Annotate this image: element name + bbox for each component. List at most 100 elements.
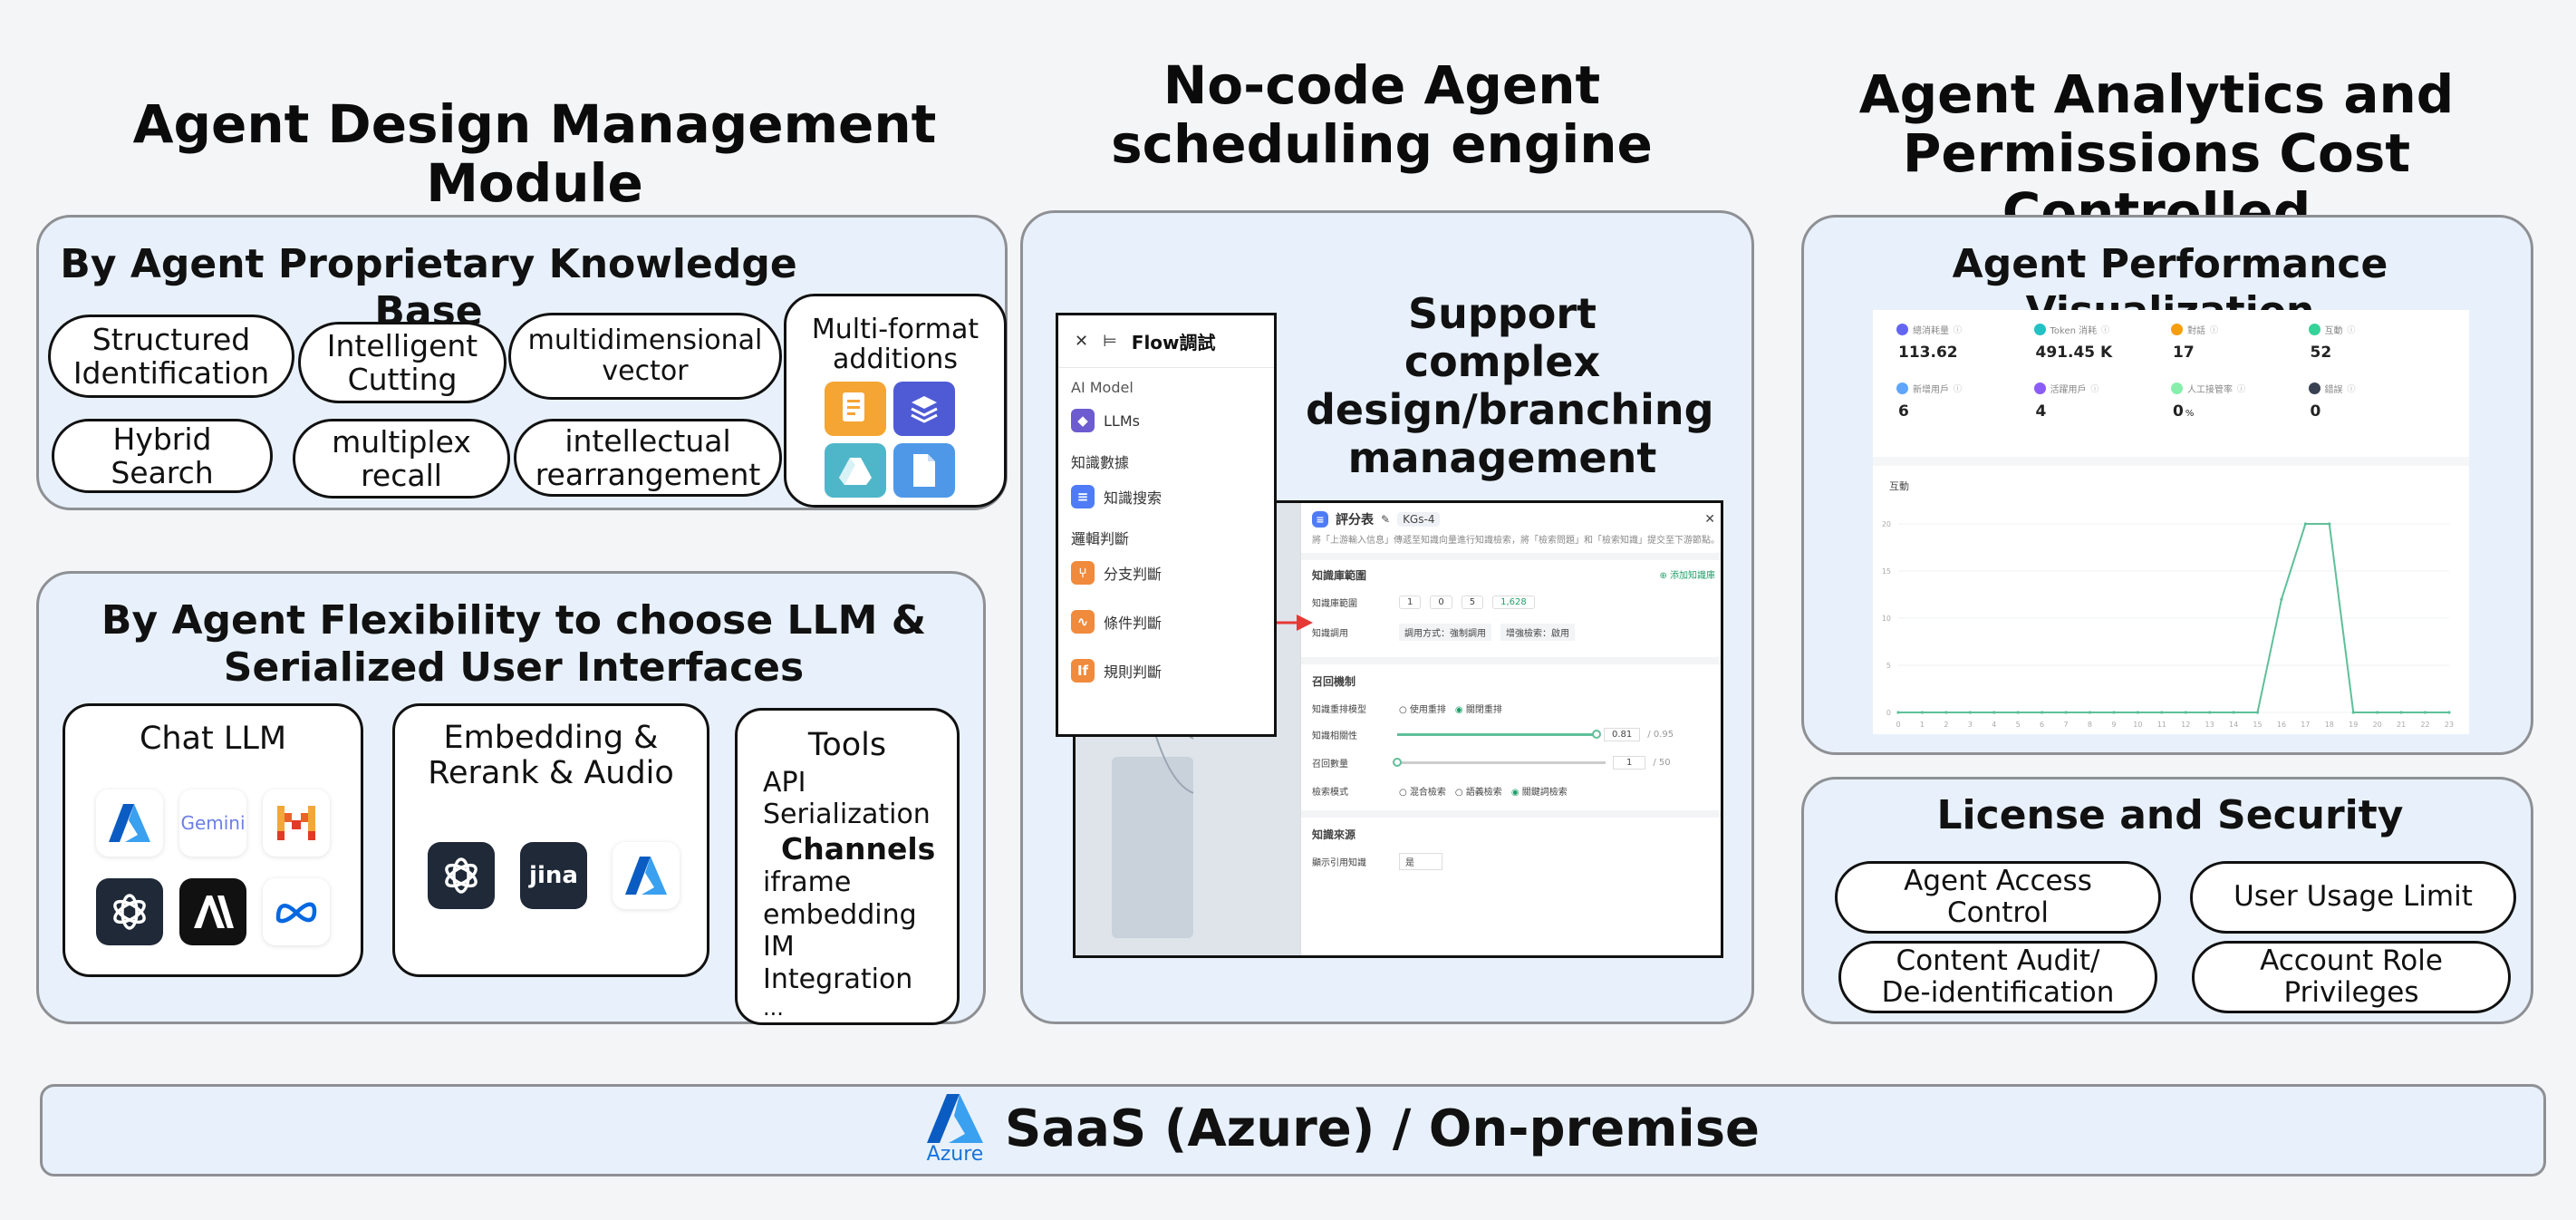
pill-text: Structured <box>92 321 251 357</box>
radio-label: 混合檢索 <box>1409 788 1446 798</box>
anthropic-logo-icon <box>179 878 246 945</box>
flow-item-rule[interactable]: If 規則判斷 <box>1071 659 1261 683</box>
interaction-point <box>2328 522 2331 526</box>
interaction-point <box>1992 711 1996 714</box>
mode-radio-keyword[interactable]: ◉ 關鍵詞檢索 <box>1510 788 1568 798</box>
info-icon: ⓘ <box>2237 385 2246 394</box>
multi-format-title: Multi-format additions <box>786 315 1004 374</box>
detail-row-count: 召回數量 <box>1312 760 1348 770</box>
stat-value: 52 <box>2310 344 2332 362</box>
flow-item-kb-search[interactable]: ≡知識搜索 <box>1071 485 1261 508</box>
x-tick-label: 11 <box>2157 721 2166 729</box>
tools-line-api: API <box>763 767 806 799</box>
detail-radio-off[interactable]: ◉ 關閉重排 <box>1454 705 1502 715</box>
flow-item-label: 條件判斷 <box>1104 615 1163 632</box>
document-format-icon <box>893 443 955 498</box>
tools-line-serialization: Serialization <box>763 799 931 831</box>
pill-user-usage-limit: User Usage Limit <box>2190 861 2516 934</box>
interaction-point <box>2232 711 2235 714</box>
stat-value: 17 <box>2173 344 2195 362</box>
stat-icon <box>2308 324 2320 335</box>
count-value[interactable]: 1 <box>1613 756 1646 770</box>
x-tick-label: 14 <box>2229 721 2238 729</box>
tools-title: Tools <box>807 727 887 763</box>
detail-add-kb-link[interactable]: ⊕ 添加知識庫 <box>1659 571 1715 581</box>
stat-value: 4 <box>2035 402 2047 421</box>
info-icon: ⓘ <box>2210 326 2219 335</box>
interaction-point <box>2423 711 2427 714</box>
flow-debug-menu: ✕ ⊨ Flow調試 AI Model ◆LLMs 知識數據 ≡知識搜索 邏輯判… <box>1056 313 1277 737</box>
flow-list-icon: ⊨ <box>1103 332 1117 351</box>
source-select[interactable]: 是 <box>1399 853 1442 870</box>
x-tick-label: 17 <box>2301 721 2310 729</box>
flexibility-title-line: By Agent Flexibility to choose LLM & <box>101 597 927 644</box>
x-tick-label: 12 <box>2181 721 2190 729</box>
flow-title: Flow調試 <box>1131 332 1216 353</box>
rule-icon: If <box>1071 659 1095 683</box>
condition-icon: ∿ <box>1071 610 1095 634</box>
flow-item-branch[interactable]: ⑂分支判斷 <box>1071 561 1261 585</box>
stat-value: 113.62 <box>1898 344 1958 362</box>
radio-label: 使用重排 <box>1409 705 1446 715</box>
flow-section-ai: AI Model <box>1071 379 1134 396</box>
branch-icon: ⑂ <box>1071 561 1095 585</box>
stat-value: 0 <box>2310 402 2321 421</box>
interaction-point <box>2399 711 2403 714</box>
detail-row-rel: 知識相關性 <box>1312 731 1357 741</box>
x-tick-label: 0 <box>1896 721 1900 729</box>
pill-text: Hybrid <box>112 421 212 457</box>
detail-row-scope: 知識庫範圍 <box>1312 599 1357 609</box>
x-tick-label: 6 <box>2040 721 2044 729</box>
y-tick-label: 0 <box>1886 709 1891 717</box>
detail-close-icon[interactable]: ✕ <box>1704 512 1715 527</box>
stat-icon <box>2171 382 2183 394</box>
embedding-title-line: Rerank & Audio <box>428 754 674 791</box>
x-tick-label: 19 <box>2349 721 2358 729</box>
y-tick-label: 15 <box>1882 567 1891 576</box>
gemini-wordmark: Gemini <box>180 812 246 834</box>
openai-embedding-logo-icon <box>428 842 495 909</box>
channels-line-embedding: embedding <box>763 898 917 931</box>
x-tick-label: 10 <box>2133 721 2142 729</box>
mode-radio-hybrid[interactable]: ○ 混合檢索 <box>1399 788 1446 798</box>
relevance-slider[interactable] <box>1397 730 1601 739</box>
flow-item-llms[interactable]: ◆LLMs <box>1071 409 1261 432</box>
stat-label: 人工接管率 <box>2187 385 2233 395</box>
x-tick-label: 15 <box>2253 721 2262 729</box>
stat-label: 活躍用戶 <box>2050 385 2087 395</box>
radio-label: 關閉重排 <box>1465 705 1502 715</box>
stat-icon <box>1896 382 1908 394</box>
stat-label: 錯誤 <box>2324 385 2343 395</box>
pill-text: Privileges <box>2283 976 2419 1009</box>
pill-text: De-identification <box>1881 976 2115 1009</box>
stat-value: 6 <box>1898 402 1909 421</box>
flow-item-condition[interactable]: ∿ 條件判斷 <box>1071 610 1261 634</box>
info-icon: ⓘ <box>2347 326 2356 335</box>
azure-logo-icon <box>96 789 163 857</box>
detail-edit-icon[interactable]: ✎ <box>1381 513 1391 526</box>
count-slider[interactable] <box>1393 758 1606 767</box>
x-tick-label: 7 <box>2063 721 2068 729</box>
drive-format-icon <box>825 443 886 498</box>
mode-radio-semantic[interactable]: ○ 語義檢索 <box>1454 788 1502 798</box>
stat-label: 總消耗量 <box>1913 326 1949 336</box>
detail-row-call: 知識調用 <box>1312 629 1348 639</box>
detail-radio-use[interactable]: ○ 使用重排 <box>1399 705 1446 715</box>
interaction-point <box>2351 711 2355 714</box>
interaction-point <box>1944 711 1948 714</box>
flow-item-label: 規則判斷 <box>1104 663 1163 681</box>
heading-nocode-line2: scheduling engine <box>1111 112 1653 175</box>
flow-close-icon[interactable]: ✕ <box>1075 332 1089 351</box>
relevance-value[interactable]: 0.81 <box>1604 728 1641 741</box>
